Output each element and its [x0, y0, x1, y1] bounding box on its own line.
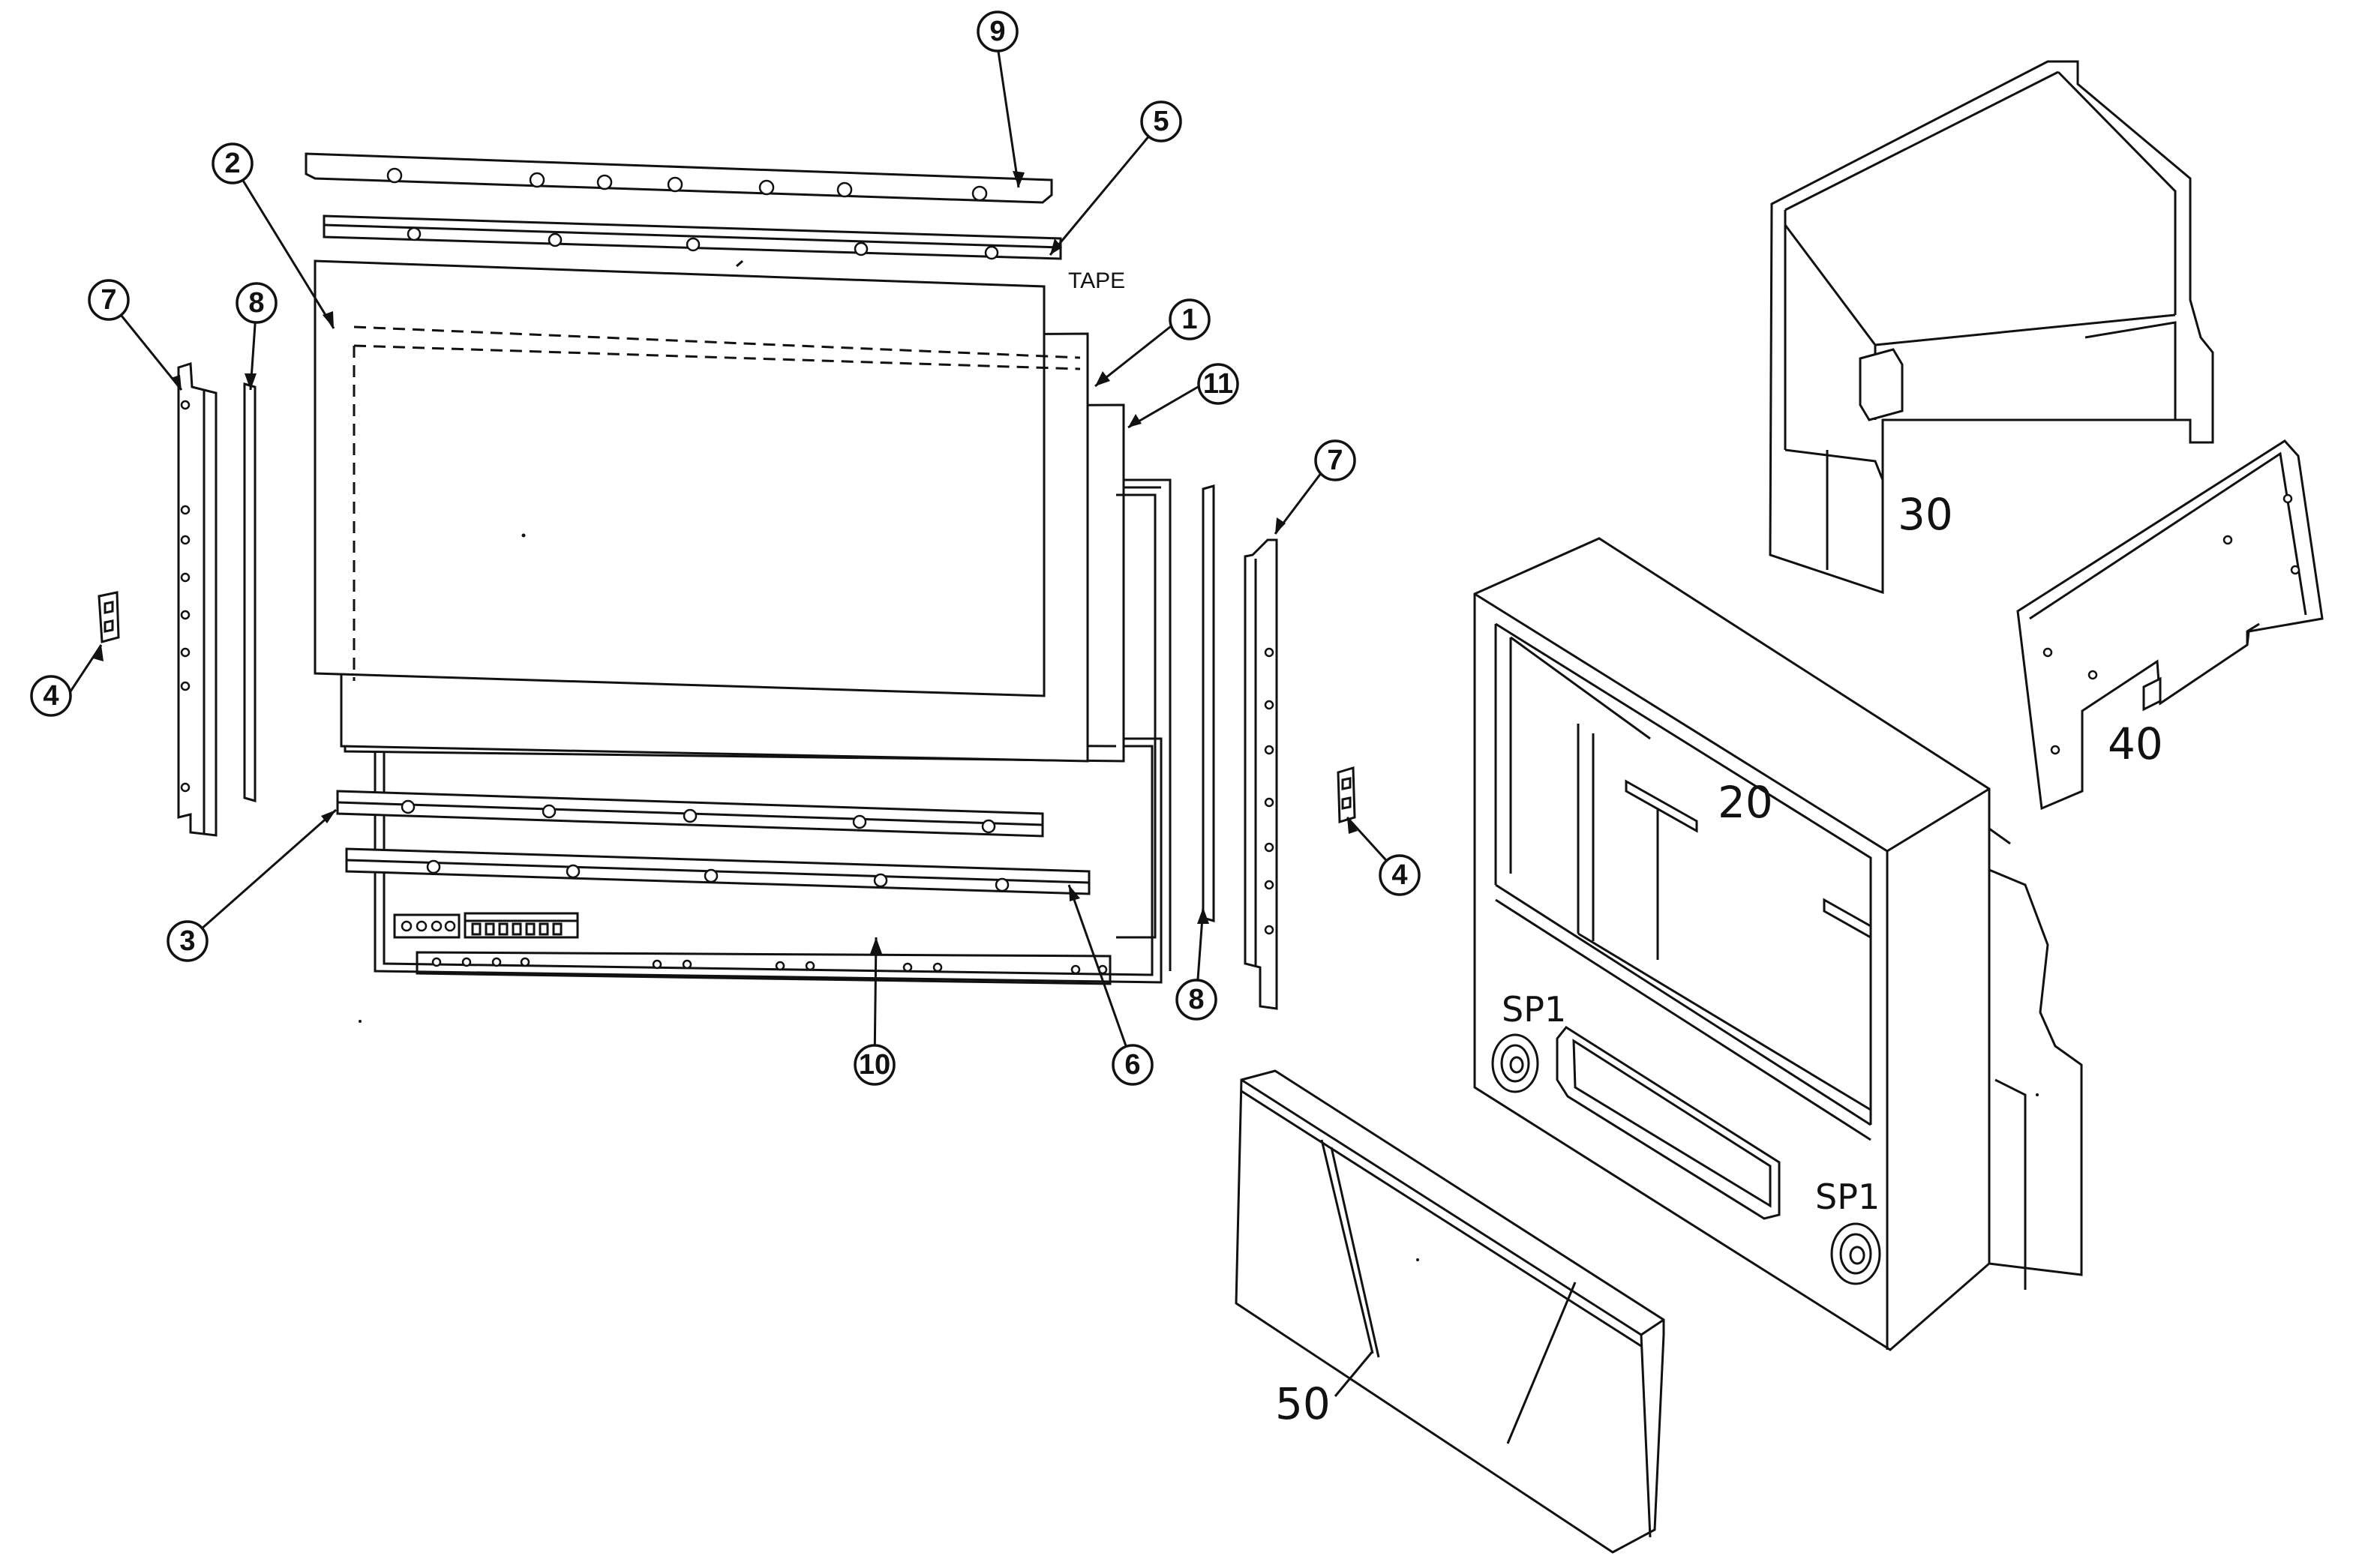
callout-11: 11 [1197, 363, 1239, 405]
part-40-back-board [2016, 439, 2324, 811]
callout-1-label: 1 [1181, 304, 1197, 335]
part-30-cabinet-hood [1769, 60, 2214, 595]
callout-8-right: 8 [1175, 979, 1217, 1021]
part-7-left-bracket [177, 361, 218, 837]
part-50-grille-panel [1235, 1069, 1665, 1554]
part-2-glass [314, 259, 1081, 697]
callout-7-left-label: 7 [101, 284, 116, 316]
callout-3-label: 3 [179, 925, 195, 957]
part-50-label: 50 [1275, 1378, 1331, 1429]
speaker-right [1830, 1222, 1881, 1285]
callout-10-label: 10 [859, 1049, 890, 1081]
callout-7-right: 7 [1314, 439, 1356, 481]
callout-6: 6 [1112, 1044, 1154, 1086]
callout-2: 2 [212, 142, 254, 184]
callout-1: 1 [1169, 298, 1211, 340]
callout-9: 9 [977, 10, 1019, 52]
callout-9-label: 9 [989, 16, 1005, 47]
callout-7-left: 7 [88, 279, 130, 321]
callout-4-left-label: 4 [43, 680, 59, 712]
part-3-rail [336, 790, 1044, 838]
part-8-right-strip [1202, 484, 1215, 922]
speaker-right-label: SP1 [1815, 1177, 1880, 1217]
callout-4-left: 4 [30, 675, 72, 717]
callout-8-right-label: 8 [1188, 984, 1204, 1015]
callout-11-label: 11 [1203, 368, 1233, 400]
part-6-rail [345, 847, 1091, 895]
callout-8-left: 8 [236, 282, 278, 324]
callout-10: 10 [854, 1044, 896, 1086]
part-5-rail [323, 214, 1062, 260]
part-7-right-bracket [1244, 538, 1278, 1010]
part-4-right-clip [1337, 766, 1356, 823]
part-9-top-rail [305, 152, 1053, 204]
tape-label: TAPE [1068, 268, 1125, 293]
part-20-label: 20 [1718, 777, 1773, 828]
part-20-cabinet [1473, 537, 2083, 1351]
speaker-left-label: SP1 [1502, 989, 1566, 1030]
leader-lines [66, 46, 1401, 1066]
callout-3: 3 [167, 920, 209, 962]
part-8-left-strip [243, 382, 257, 802]
callout-4-right-label: 4 [1391, 859, 1407, 891]
connector-row [471, 922, 563, 936]
speaker-left [1491, 1033, 1539, 1093]
callout-7-right-label: 7 [1327, 445, 1343, 476]
callout-5: 5 [1140, 100, 1182, 142]
callout-4-right: 4 [1379, 854, 1421, 896]
callout-2-label: 2 [224, 148, 240, 179]
callout-8-left-label: 8 [248, 287, 264, 319]
part-40-label: 40 [2108, 718, 2163, 769]
callout-6-label: 6 [1124, 1049, 1140, 1081]
part-4-left-clip [98, 591, 120, 643]
part-30-label: 30 [1898, 489, 1953, 540]
callout-5-label: 5 [1153, 106, 1169, 137]
